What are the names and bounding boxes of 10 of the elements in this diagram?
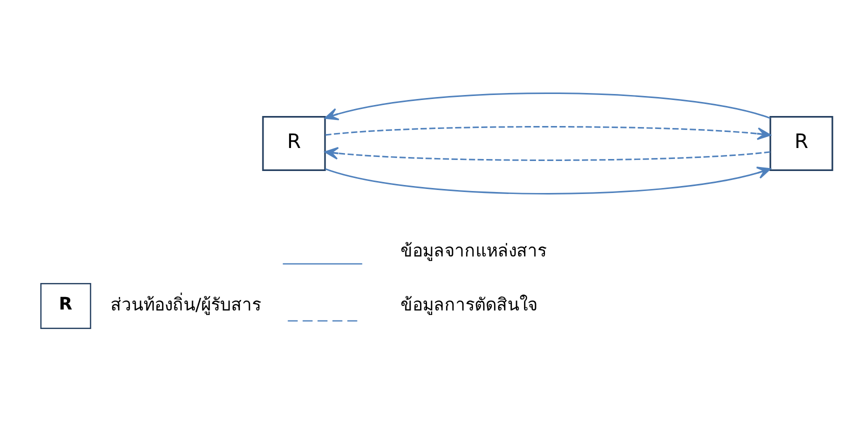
node-box: R — [262, 116, 326, 170]
arrow — [324, 146, 770, 160]
legend-label: ข้อมูลการตัดสินใจ — [400, 295, 538, 316]
node-box: R — [770, 116, 834, 170]
legend-label: ส่วนท้องถิ่น/ผู้รับสาร — [110, 295, 262, 316]
arrow — [325, 126, 771, 140]
label: R — [58, 294, 72, 314]
legend-label: ข้อมูลจากแหล่งสาร — [400, 241, 547, 262]
arrow — [324, 92, 770, 120]
arrow — [325, 166, 771, 194]
